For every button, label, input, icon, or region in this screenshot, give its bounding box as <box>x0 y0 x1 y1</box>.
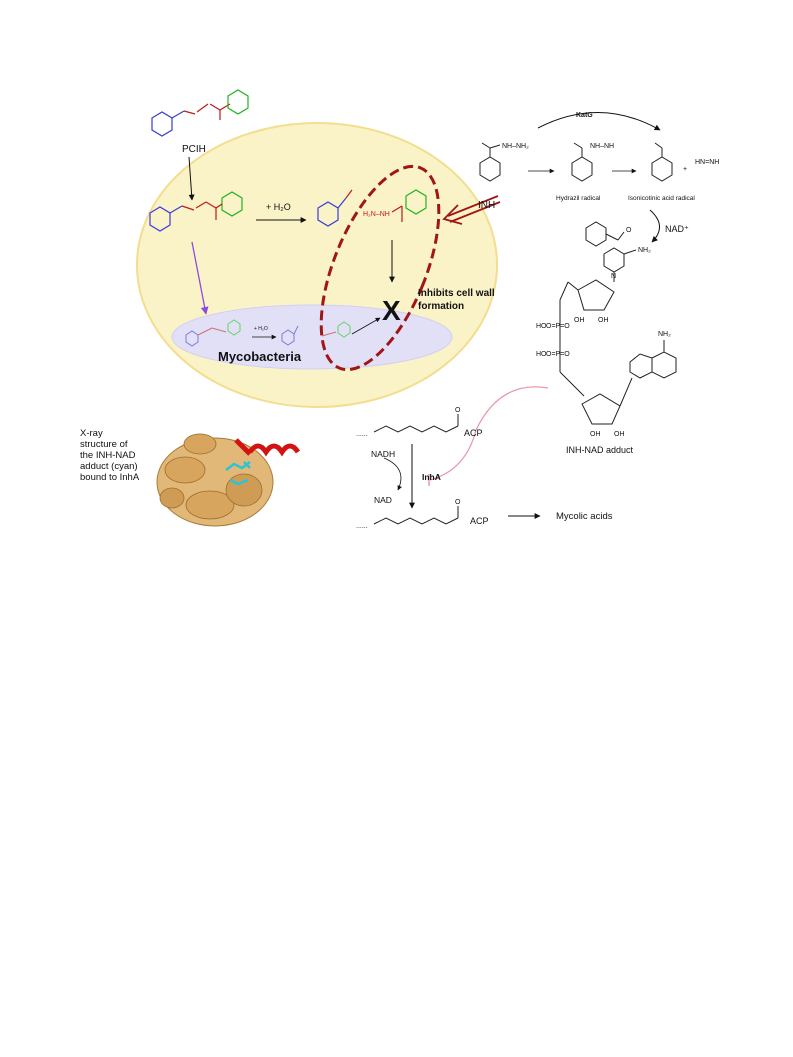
o-bottom: O <box>455 499 461 506</box>
inh-entry-arrowhead <box>442 204 463 225</box>
inh-highlight-ellipse <box>319 164 441 372</box>
dots-top: ...... <box>356 431 368 438</box>
pcih-inside-structure <box>149 191 243 232</box>
hydrazil-radical-structure <box>571 142 593 182</box>
acp-bottom-label: ACP <box>470 516 489 526</box>
inh-entry-arrow-b <box>449 201 501 223</box>
adduct-ho-1: HO <box>536 323 547 330</box>
acyl-acp-structure <box>373 506 459 525</box>
enoyl-acp-structure <box>373 414 459 433</box>
adduct-label: INH-NAD adduct <box>566 445 634 455</box>
inh-hydrazide-label: NH–NH₂ <box>502 143 529 150</box>
adduct-n-label: N <box>611 273 616 280</box>
xray-caption: X-ray structure of the INH-NAD adduct (c… <box>80 428 140 483</box>
h2n-nh-label: H₂N–NH <box>363 211 390 218</box>
pcih-label: PCIH <box>182 144 206 155</box>
mycobacteria-reaction: + H₂O <box>185 317 381 347</box>
inha-label: InhA <box>422 472 441 482</box>
adduct-oh-3: OH <box>590 431 601 438</box>
inhibition-line <box>429 386 549 481</box>
inh-entry-arrow-a <box>447 195 499 217</box>
adduct-ho-2: HO <box>536 351 547 358</box>
adduct-opo-2: O=P=O <box>546 351 570 358</box>
adduct-nh2-label: NH₂ <box>638 247 651 254</box>
pcih-structure <box>151 89 249 137</box>
katg-arc <box>537 112 661 131</box>
water-small-label: + H₂O <box>254 326 268 332</box>
aldehyde-structure <box>317 189 353 227</box>
katg-label: KatG <box>576 112 593 119</box>
o-top: O <box>455 407 461 414</box>
pcih-entry-arrow <box>188 156 195 201</box>
inha-protein-structure <box>156 433 301 527</box>
inhibits-label-line2: formation <box>418 301 464 312</box>
nadh-label: NADH <box>371 449 395 459</box>
nad-label: NAD <box>374 495 392 505</box>
isonicotinic-label: Isonicotinic acid radical <box>628 195 695 202</box>
hydrazil-nh-label: NH–NH <box>590 143 614 150</box>
mycobacteria-label: Mycobacteria <box>218 349 302 364</box>
water-label: + H₂O <box>266 202 291 212</box>
isoniazid-inside-structure: H₂N–NH <box>363 189 427 222</box>
adduct-oh-4: OH <box>614 431 625 438</box>
diazene-label: HN=NH <box>695 159 719 166</box>
inh-label: INH <box>478 200 495 211</box>
pcih-to-mycobacteria-arrow <box>191 241 209 315</box>
adduct-o-label: O <box>626 227 632 234</box>
inh-nad-adduct-structure <box>559 221 677 425</box>
mycolic-label: Mycolic acids <box>556 511 613 522</box>
adduct-oh-2: OH <box>598 317 609 324</box>
dots-bottom: ...... <box>356 523 368 530</box>
adduct-opo-1: O=P=O <box>546 323 570 330</box>
inhibition-x-mark: X <box>382 295 401 326</box>
isonicotinic-radical-structure <box>651 142 673 182</box>
nadh-arc <box>383 457 402 491</box>
acp-top-label: ACP <box>464 428 483 438</box>
mycobacteria-compartment <box>171 304 453 370</box>
nad-arc <box>649 209 660 243</box>
plus-sign: + <box>683 166 687 173</box>
nad-plus-label: NAD⁺ <box>665 224 689 234</box>
hydrazil-label: Hydrazil radical <box>556 195 601 202</box>
inh-structure <box>479 142 501 182</box>
adduct-nh2-2: NH₂ <box>658 331 671 338</box>
inhibits-label-line1: Inhibits cell wall <box>418 288 495 299</box>
adduct-oh-1: OH <box>574 317 585 324</box>
